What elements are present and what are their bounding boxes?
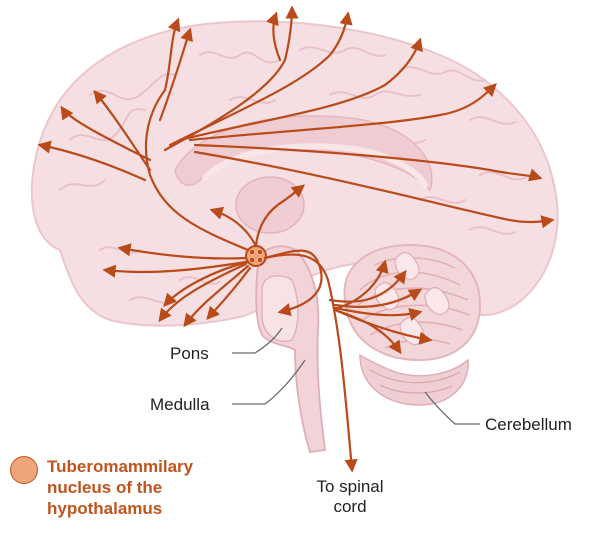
- legend-line-2: nucleus of the: [47, 477, 267, 498]
- legend-line-1: Tuberomammilary: [47, 456, 267, 477]
- spinal-cord-label-line1: To spinal: [310, 477, 390, 497]
- spinal-cord-label-line2: cord: [310, 497, 390, 517]
- medulla-leader: [232, 360, 305, 404]
- cerebellum-label: Cerebellum: [485, 415, 572, 435]
- pons-label: Pons: [170, 344, 209, 364]
- brainstem: [256, 246, 325, 452]
- thalamus: [236, 177, 304, 233]
- legend-text: Tuberomammilary nucleus of the hypothala…: [47, 456, 267, 519]
- legend-line-3: hypothalamus: [47, 498, 267, 519]
- legend-nucleus-swatch: [10, 456, 38, 484]
- medulla-label: Medulla: [150, 395, 210, 415]
- spinal-cord-label: To spinal cord: [310, 477, 390, 517]
- cerebellum: [344, 245, 480, 405]
- tuberomammillary-nucleus: [246, 246, 266, 266]
